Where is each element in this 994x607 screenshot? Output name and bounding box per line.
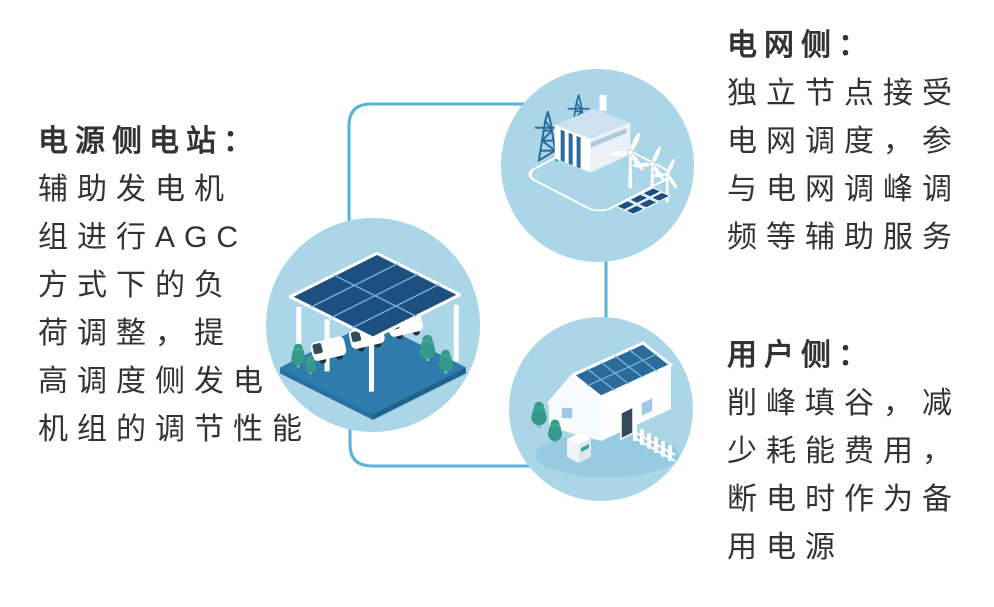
house (547, 341, 673, 441)
user-text-line: 削峰填谷，减 (727, 387, 961, 420)
station-text-line: 机组的调节性能 (38, 413, 311, 446)
user-circle (509, 317, 693, 501)
user-text-block: 用户侧： 削峰填谷，减 少耗能费用， 断电时作为备 用电源 (727, 332, 961, 572)
grid-circle (501, 69, 694, 262)
user-text-line: 用电源 (727, 531, 844, 564)
factory-building (554, 94, 631, 173)
grid-title: 电网侧： (727, 29, 875, 62)
user-text-line: 断电时作为备 (727, 483, 961, 516)
station-text-line: 辅助发电机 (38, 173, 233, 206)
station-text-line: 方式下的负 (38, 269, 233, 302)
connector-user-to-station (348, 416, 540, 468)
grid-text-line: 独立节点接受 (727, 77, 961, 110)
station-text-line: 组进行AGC (38, 221, 248, 254)
picket-fence (632, 425, 676, 462)
solar-carport-illustration (280, 251, 466, 420)
station-text-line: 高调度侧发电 (38, 365, 272, 398)
connector-station-to-grid (347, 102, 536, 244)
station-text-line: 荷调整，提 (38, 317, 233, 350)
user-title: 用户侧： (727, 339, 875, 372)
user-text-line: 少耗能费用， (727, 435, 961, 468)
grid-text-line: 与电网调峰调 (727, 173, 961, 206)
battery-unit (567, 433, 591, 463)
power-grid-illustration (528, 94, 679, 215)
grid-text-line: 频等辅助服务 (727, 221, 961, 254)
station-circle (266, 218, 480, 432)
station-text-block: 电源侧电站： 辅助发电机 组进行AGC 方式下的负 荷调整，提 高调度侧发电 机… (38, 118, 311, 454)
solar-home-illustration (531, 341, 679, 477)
solar-canopy (288, 251, 462, 340)
grid-text-line: 电网调度，参 (727, 125, 961, 158)
grid-text-block: 电网侧： 独立节点接受 电网调度，参 与电网调峰调 频等辅助服务 (727, 22, 961, 262)
station-title: 电源侧电站： (38, 125, 260, 158)
